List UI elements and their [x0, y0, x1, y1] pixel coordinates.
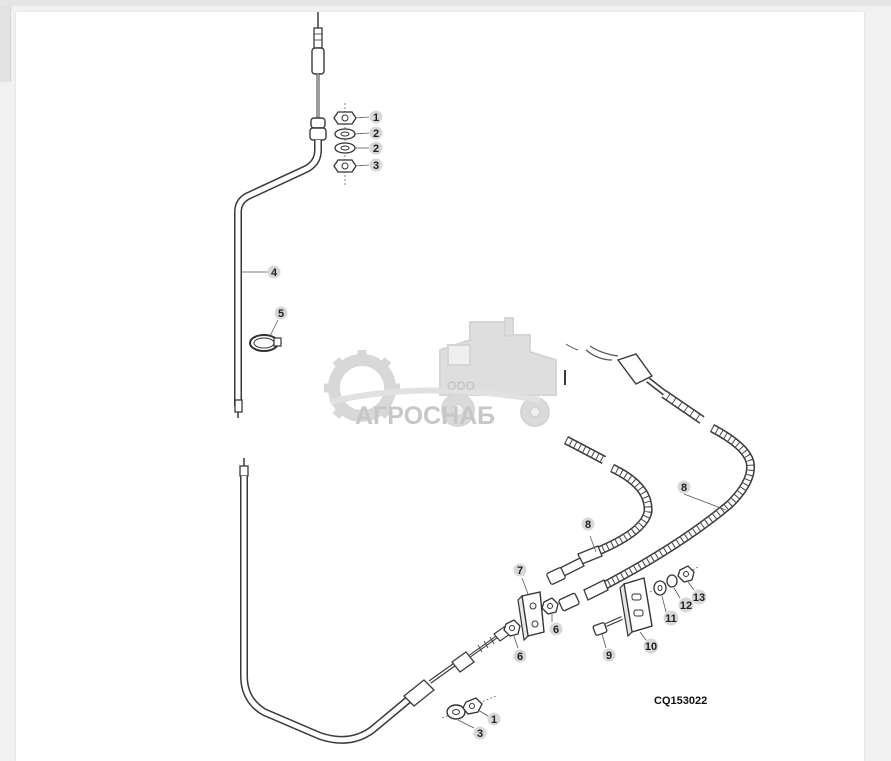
callout-12: 12	[678, 597, 694, 613]
callout-label: 7	[517, 565, 523, 577]
clamp-plate	[619, 577, 653, 638]
callout-9: 9	[602, 648, 616, 662]
callout-label: 6	[517, 651, 523, 663]
callout-1: 1	[369, 110, 383, 124]
callout-label: 5	[278, 308, 284, 320]
callout-label: 3	[373, 160, 379, 172]
right-cables	[546, 343, 756, 612]
figure-code: CQ153022	[654, 695, 707, 707]
callout-label: 1	[491, 714, 497, 726]
callout-label: 12	[680, 600, 692, 612]
callout-6-right: 6	[549, 622, 563, 636]
callout-3-bottom: 3	[473, 726, 487, 740]
callout-list: 1 2 2 3 4 5 6 6	[267, 110, 707, 740]
callout-label: 11	[665, 613, 677, 625]
mounting-bracket	[517, 591, 545, 642]
callout-label: 6	[553, 624, 559, 636]
callout-8-outer: 8	[677, 480, 691, 494]
callout-label: 1	[373, 112, 379, 124]
callout-leaders	[241, 116, 727, 729]
hose-clamp	[249, 334, 282, 352]
watermark-gear-icon	[324, 350, 400, 422]
callout-label: 13	[693, 592, 705, 604]
callout-8-inner: 8	[581, 517, 595, 531]
callout-1-bottom: 1	[487, 712, 501, 726]
callout-label: 4	[271, 267, 278, 279]
watermark-logo: ООО АГРОСНАБ	[324, 317, 557, 430]
callout-10: 10	[643, 638, 659, 654]
callout-4: 4	[267, 265, 281, 279]
upper-cable-assembly	[234, 12, 327, 418]
upper-hardware-stack	[333, 103, 357, 186]
callout-label: 8	[681, 482, 687, 494]
watermark-harvester-icon	[439, 317, 557, 427]
right-hardware-stack	[649, 565, 701, 596]
bolt	[592, 616, 623, 636]
callout-label: 8	[585, 519, 591, 531]
callout-13: 13	[691, 589, 707, 605]
callout-2b: 2	[369, 141, 383, 155]
lower-hardware-stack	[441, 695, 497, 720]
callout-label: 10	[645, 641, 657, 653]
callout-label: 2	[373, 128, 379, 140]
nut-pair	[503, 597, 559, 637]
lower-cable-assembly	[239, 458, 511, 744]
callout-label: 2	[373, 143, 379, 155]
callout-7: 7	[513, 563, 527, 577]
callout-3-top: 3	[369, 158, 383, 172]
top-bar	[0, 0, 891, 6]
callout-2a: 2	[369, 126, 383, 140]
callout-label: 9	[606, 650, 612, 662]
callout-6-left: 6	[513, 649, 527, 663]
callout-11: 11	[663, 610, 679, 626]
watermark-brand: АГРОСНАБ	[355, 402, 495, 430]
watermark-prefix: ООО	[447, 379, 475, 393]
callout-5: 5	[274, 306, 288, 320]
callout-label: 3	[477, 728, 483, 740]
sidebar-stub	[0, 6, 11, 82]
